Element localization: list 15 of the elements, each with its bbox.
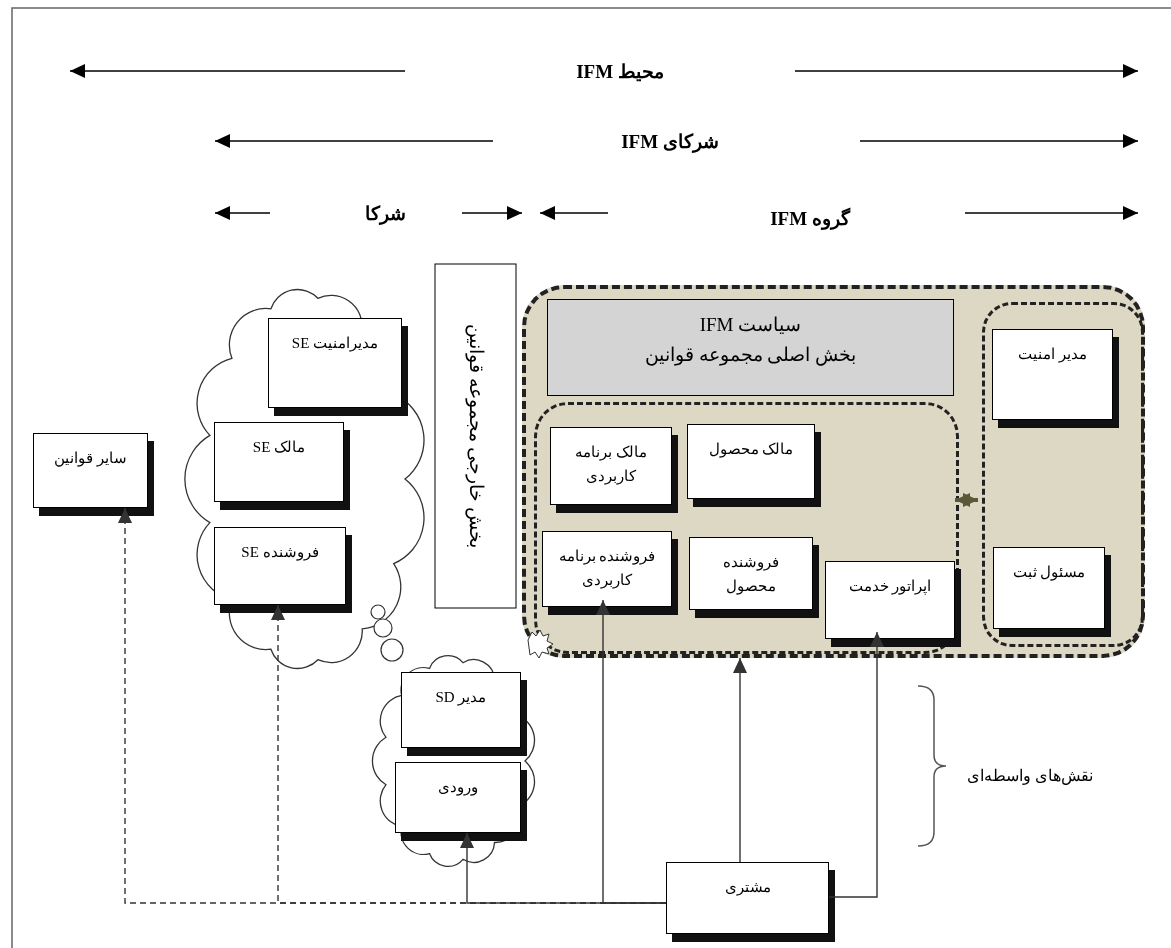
bracket-label: نقش‌های واسطه‌ای — [967, 765, 1093, 785]
rule-set-box: بخش خارجی مجموعه قوانین — [434, 263, 516, 608]
span-label: شرکا — [364, 201, 406, 225]
dashed-region — [534, 402, 959, 654]
policy-box — [547, 299, 954, 396]
span-label: محیط IFM — [576, 59, 664, 83]
arrow — [955, 493, 978, 507]
span-label: گروه IFM — [770, 206, 850, 230]
span-label: شرکای IFM — [621, 129, 719, 153]
dashed-region — [982, 302, 1144, 647]
arrow — [828, 631, 884, 898]
arrow — [733, 657, 747, 863]
box-title: سیاست IFM — [698, 313, 803, 337]
box-subtitle: بخش اصلی مجموعه قوانین — [643, 343, 858, 368]
dashed-region — [522, 285, 1145, 658]
